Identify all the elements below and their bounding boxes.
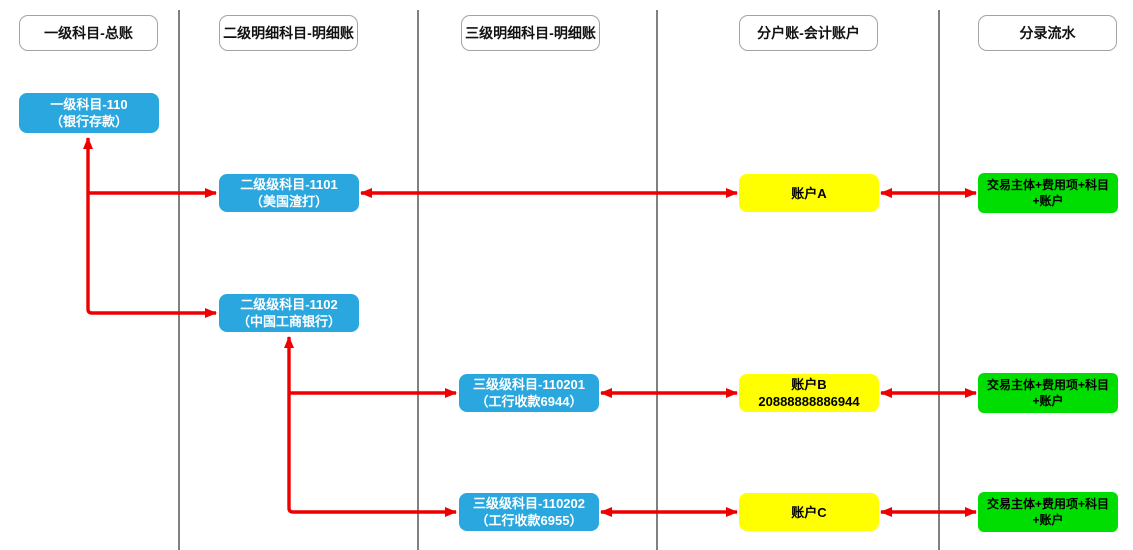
node-entry-b-line2: +账户 — [1032, 394, 1064, 408]
node-account-b-number: 20888888886944 — [758, 394, 860, 409]
node-account-a-title: 账户A — [791, 185, 827, 201]
node-entry-c-line2: +账户 — [1032, 513, 1064, 527]
node-entry-b-line1: 交易主体+费用项+科目 — [986, 378, 1110, 392]
column-header-general-ledger: 一级科目-总账 — [19, 15, 158, 51]
column-divider-3 — [656, 10, 658, 550]
node-account-b-title: 账户B — [791, 377, 827, 392]
node-entry-a: 交易主体+费用项+科目 +账户 — [978, 173, 1118, 213]
column-divider-4 — [938, 10, 940, 550]
column-header-journal-flow: 分录流水 — [978, 15, 1117, 51]
node-entry-c: 交易主体+费用项+科目 +账户 — [978, 492, 1118, 532]
node-account-c: 账户C — [739, 493, 879, 531]
node-sub-110201: 三级级科目-110201 （工行收款6944） — [459, 374, 599, 412]
column-header-account: 分户账-会计账户 — [739, 15, 878, 51]
node-sub-110202-title: 三级级科目-110202 — [473, 496, 585, 511]
node-sub-110202-subtitle: （工行收款6955） — [475, 513, 583, 528]
node-entry-a-line1: 交易主体+费用项+科目 — [986, 178, 1110, 192]
node-entry-b: 交易主体+费用项+科目 +账户 — [978, 373, 1118, 413]
node-sub-110202: 三级级科目-110202 （工行收款6955） — [459, 493, 599, 531]
node-account-b: 账户B 20888888886944 — [739, 374, 879, 412]
node-sub-1102-title: 二级级科目-1102 — [240, 297, 338, 312]
column-divider-2 — [417, 10, 419, 550]
node-sub-1101-title: 二级级科目-1101 — [240, 177, 338, 192]
node-ledger-110: 一级科目-110 （银行存款） — [19, 93, 159, 133]
node-account-a: 账户A — [739, 174, 879, 212]
node-entry-c-line1: 交易主体+费用项+科目 — [986, 497, 1110, 511]
node-sub-1102: 二级级科目-1102 （中国工商银行） — [219, 294, 359, 332]
arrow-1102-to-110202 — [284, 336, 457, 517]
node-sub-110201-title: 三级级科目-110201 — [473, 377, 585, 392]
node-ledger-110-title: 一级科目-110 — [50, 97, 128, 112]
node-sub-1101-subtitle: （美国渣打） — [249, 194, 328, 209]
node-sub-110201-subtitle: （工行收款6944） — [475, 394, 583, 409]
node-ledger-110-subtitle: （银行存款） — [49, 114, 128, 129]
node-entry-a-line2: +账户 — [1032, 194, 1064, 208]
column-header-level2-subledger: 二级明细科目-明细账 — [219, 15, 358, 51]
node-sub-1102-subtitle: （中国工商银行） — [236, 314, 341, 329]
column-divider-1 — [178, 10, 180, 550]
node-account-c-title: 账户C — [791, 504, 827, 520]
column-header-level3-subledger: 三级明细科目-明细账 — [461, 15, 600, 51]
node-sub-1101: 二级级科目-1101 （美国渣打） — [219, 174, 359, 212]
arrow-110-to-1102 — [83, 137, 217, 318]
